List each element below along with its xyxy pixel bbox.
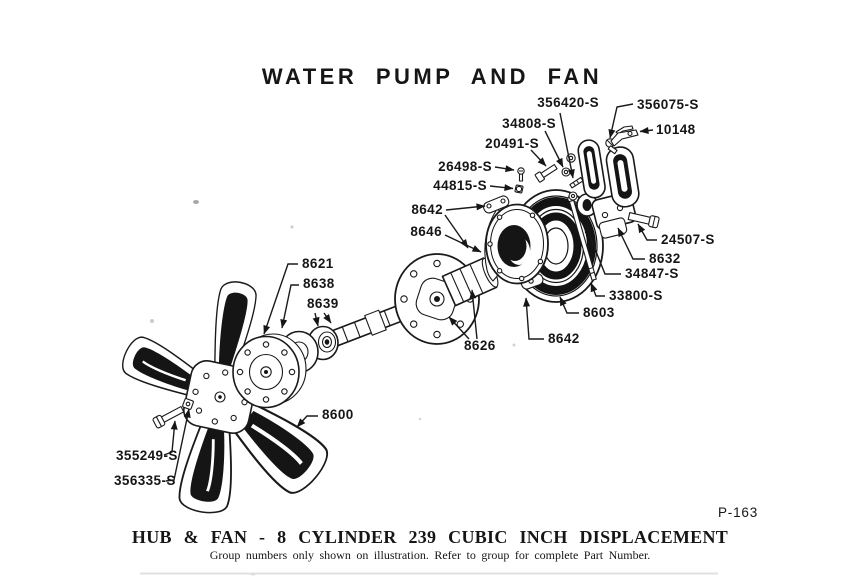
- leader-24507s: [637, 223, 657, 241]
- callout-24507s: 24507-S: [661, 232, 715, 247]
- fan-mount-washer-356335: [182, 398, 194, 410]
- fan-blade-top: [214, 281, 257, 386]
- leader-44815s: [489, 184, 514, 192]
- callout-10148: 10148: [656, 122, 696, 137]
- leader-8642-lower: [523, 297, 544, 340]
- bracket-clip-10148: [610, 125, 639, 147]
- leader-33800s: [590, 282, 605, 297]
- pump-face-8646: [483, 195, 549, 290]
- screw-26498: [517, 167, 525, 182]
- leader-356335s: [165, 408, 191, 482]
- leader-8646: [444, 234, 482, 253]
- leader-8600: [296, 415, 318, 428]
- callout-8632: 8632: [649, 251, 681, 266]
- callout-8600: 8600: [322, 407, 354, 422]
- stud-356420: [569, 176, 584, 189]
- callout-8642-lower: 8642: [548, 331, 580, 346]
- footer-note: Group numbers only shown on illustration…: [210, 548, 651, 562]
- leader-8639-a: [312, 312, 320, 327]
- leader-34847s: [584, 223, 621, 275]
- leader-10148: [639, 127, 654, 135]
- bracket-8632: [566, 125, 660, 239]
- leader-8603: [559, 296, 579, 314]
- leader-8642-upper-b: [444, 214, 469, 249]
- callout-355249s: 355249-S: [116, 448, 178, 463]
- leader-8626-b: [469, 289, 478, 340]
- callout-34808s: 34808-S: [502, 116, 556, 131]
- callout-356075s: 356075-S: [637, 97, 699, 112]
- leader-8638: [280, 284, 299, 329]
- bracket-arm-left: [577, 139, 606, 199]
- callout-8639: 8639: [307, 296, 339, 311]
- leader-355249s: [163, 420, 178, 456]
- leader-8626-a: [448, 316, 470, 340]
- callout-8603: 8603: [583, 305, 615, 320]
- callout-8626: 8626: [464, 338, 496, 353]
- bracket-bolt-24507: [627, 212, 660, 229]
- nut-34808: [561, 167, 571, 177]
- callout-labels: 356420-S 356075-S 34808-S 10148 20491-S …: [114, 95, 715, 488]
- bracket-nut-lower: [568, 191, 578, 201]
- screw-44815: [514, 184, 524, 194]
- page-title: WATER PUMP AND FAN: [262, 64, 602, 89]
- callout-8638: 8638: [303, 276, 335, 291]
- leader-356420s: [559, 112, 575, 179]
- callout-33800s: 33800-S: [609, 288, 663, 303]
- leader-8639-b: [323, 312, 332, 324]
- callout-leaders: [163, 103, 657, 482]
- leader-8632: [617, 227, 645, 260]
- callout-356420s: 356420-S: [537, 95, 599, 110]
- callout-8642-upper: 8642: [411, 202, 443, 217]
- leader-26498s: [494, 165, 515, 173]
- leader-8642-upper-a: [445, 203, 486, 211]
- hub-flange-8621: [232, 333, 307, 409]
- leader-20491s: [530, 149, 547, 167]
- callout-34847s: 34847-S: [625, 266, 679, 281]
- bolt-20491: [534, 163, 558, 183]
- callout-8646: 8646: [410, 224, 442, 239]
- callout-20491s: 20491-S: [485, 136, 539, 151]
- callout-26498s: 26498-S: [438, 159, 492, 174]
- leader-356075s: [608, 103, 634, 139]
- fan-mount-bolt-355249: [152, 406, 185, 429]
- leader-34808s: [544, 130, 564, 168]
- bracket-pivot-boss: [576, 193, 598, 217]
- callout-8621: 8621: [302, 256, 334, 271]
- leader-8621: [263, 263, 298, 335]
- fan-8600: [122, 281, 329, 514]
- plate-reference: P-163: [718, 505, 758, 520]
- fan-blade-bottom: [178, 407, 232, 514]
- bracket-arm-right: [605, 146, 640, 208]
- callout-44815s: 44815-S: [433, 178, 487, 193]
- scan-speckles: [140, 200, 718, 576]
- callout-356335s: 356335-S: [114, 473, 176, 488]
- footer-heading: HUB & FAN - 8 CYLINDER 239 CUBIC INCH DI…: [132, 527, 728, 547]
